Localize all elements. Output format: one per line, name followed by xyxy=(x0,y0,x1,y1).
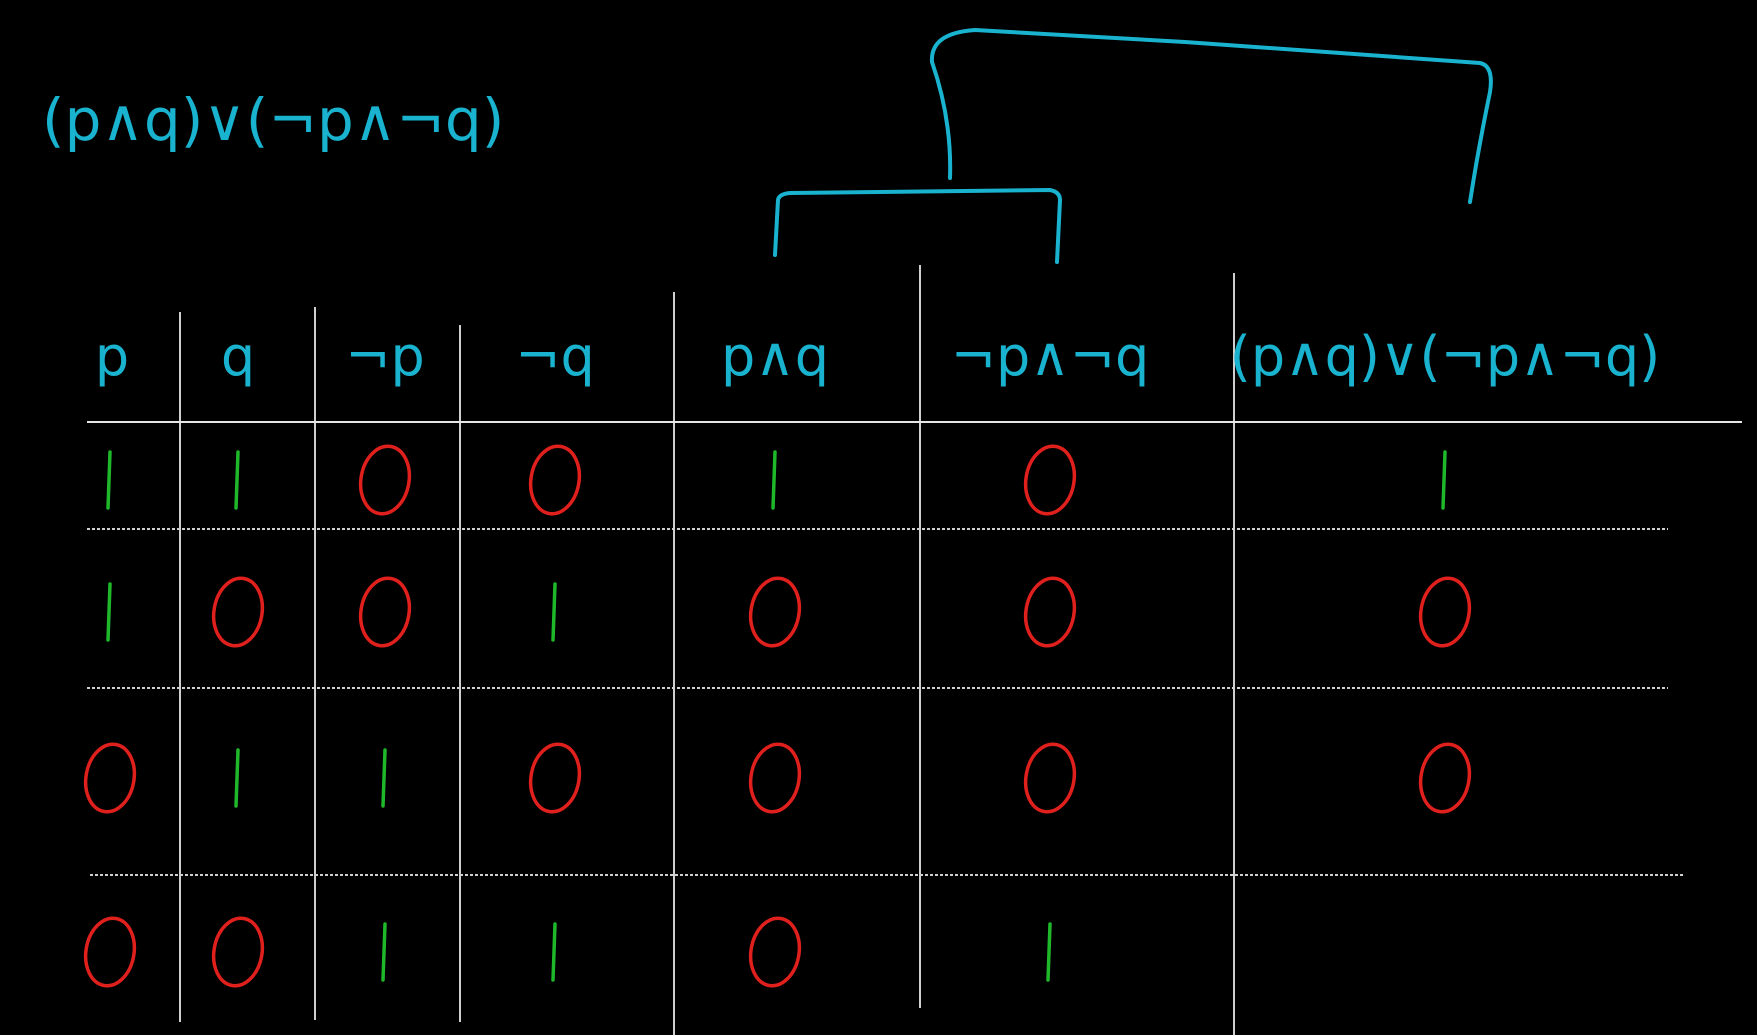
column-header: p xyxy=(95,325,129,388)
table-cell xyxy=(1441,450,1447,510)
table-cell xyxy=(234,748,240,808)
formula-title: (p∧q)∨(¬p∧¬q) xyxy=(42,86,504,154)
table-grid xyxy=(87,265,1742,1035)
false-mark xyxy=(1023,576,1077,648)
true-mark xyxy=(771,450,777,510)
false-mark xyxy=(748,576,802,648)
false-mark xyxy=(83,916,137,988)
table-header-row: p q ¬p ¬q p∧q ¬p∧¬q (p∧q)∨(¬p∧¬q) xyxy=(95,325,1660,388)
table-cell xyxy=(1418,742,1472,814)
false-mark xyxy=(1023,742,1077,814)
table-cell xyxy=(748,576,802,648)
table-cell xyxy=(106,582,112,642)
false-mark xyxy=(211,576,265,648)
true-mark xyxy=(381,748,387,808)
column-header: p∧q xyxy=(721,325,829,388)
inner-bracket xyxy=(773,188,1062,264)
false-mark xyxy=(358,576,412,648)
outer-bracket xyxy=(929,28,1493,204)
false-mark xyxy=(1418,576,1472,648)
table-cell xyxy=(1023,444,1077,516)
table-cell xyxy=(358,444,412,516)
table-cell xyxy=(748,916,802,988)
false-mark xyxy=(528,444,582,516)
true-mark xyxy=(551,922,557,982)
false-mark xyxy=(358,444,412,516)
true-mark xyxy=(234,450,240,510)
table-cell xyxy=(234,450,240,510)
false-mark xyxy=(211,916,265,988)
table-cell xyxy=(83,916,137,988)
column-header: ¬p∧¬q xyxy=(951,325,1150,388)
table-cell xyxy=(211,576,265,648)
column-header: ¬q xyxy=(515,325,595,388)
column-header: ¬p xyxy=(345,325,425,388)
table-cell xyxy=(528,742,582,814)
table-cell xyxy=(381,748,387,808)
table-cell xyxy=(358,576,412,648)
table-cell xyxy=(771,450,777,510)
true-mark xyxy=(1441,450,1447,510)
false-mark xyxy=(528,742,582,814)
true-mark xyxy=(234,748,240,808)
true-mark xyxy=(106,582,112,642)
true-mark xyxy=(1046,922,1052,982)
table-cell xyxy=(528,444,582,516)
table-body xyxy=(83,444,1472,988)
table-cell xyxy=(1023,742,1077,814)
table-cell xyxy=(551,582,557,642)
false-mark xyxy=(1418,742,1472,814)
table-cell xyxy=(211,916,265,988)
true-mark xyxy=(381,922,387,982)
table-cell xyxy=(83,742,137,814)
false-mark xyxy=(83,742,137,814)
table-cell xyxy=(1046,922,1052,982)
table-cell xyxy=(1023,576,1077,648)
false-mark xyxy=(748,742,802,814)
false-mark xyxy=(1023,444,1077,516)
table-cell xyxy=(106,450,112,510)
false-mark xyxy=(748,916,802,988)
true-mark xyxy=(551,582,557,642)
table-cell xyxy=(748,742,802,814)
true-mark xyxy=(106,450,112,510)
table-cell xyxy=(1418,576,1472,648)
column-header: q xyxy=(221,325,255,388)
table-cell xyxy=(381,922,387,982)
table-cell xyxy=(551,922,557,982)
column-header: (p∧q)∨(¬p∧¬q) xyxy=(1230,325,1660,388)
